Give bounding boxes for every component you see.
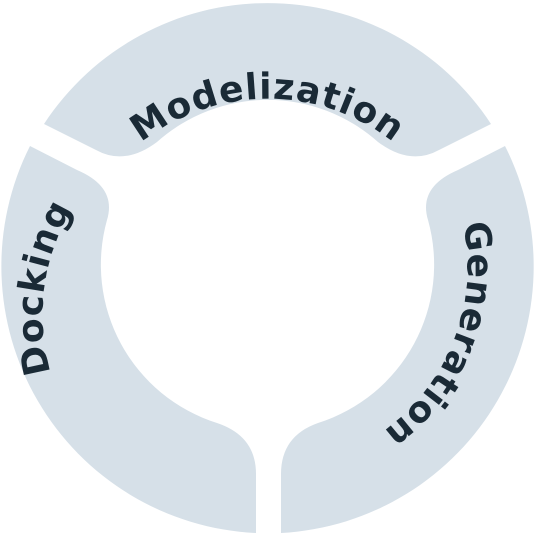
segment-modelization xyxy=(44,3,491,157)
segment-generation xyxy=(281,146,534,533)
segment-docking xyxy=(1,146,256,533)
